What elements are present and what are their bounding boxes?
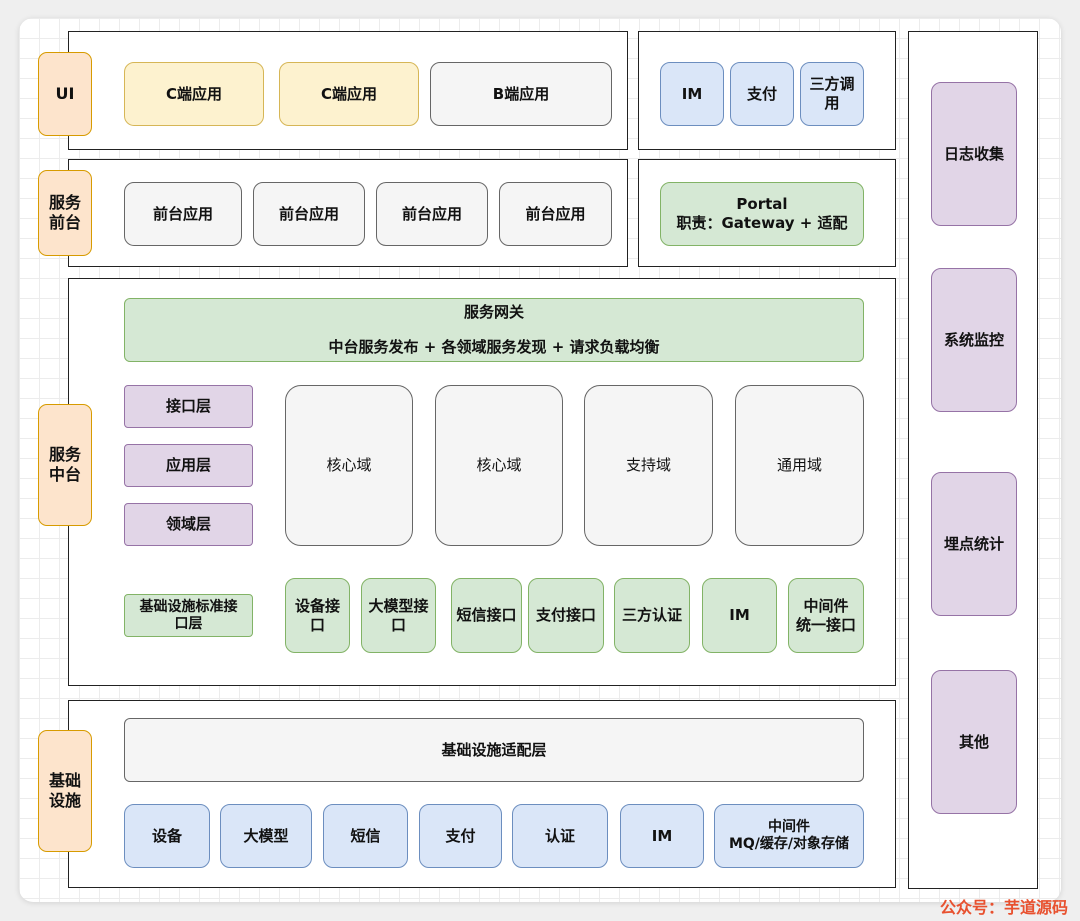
infra-interface-layer: 基础设施标准接 口层 <box>124 594 253 637</box>
portal-duty: 职责：Gateway + 适配 <box>676 214 848 232</box>
domain-layer: 领域层 <box>124 503 253 546</box>
label-infrastructure: 基础 设施 <box>38 730 92 852</box>
infra-auth: 认证 <box>512 804 608 868</box>
ui-service-third-party: 三方调 用 <box>800 62 864 126</box>
interface-layer: 接口层 <box>124 385 253 428</box>
front-app-1: 前台应用 <box>124 182 242 246</box>
infra-sms: 短信 <box>323 804 408 868</box>
sms-interface: 短信接口 <box>451 578 522 653</box>
payment-interface: 支付接口 <box>528 578 604 653</box>
front-app-3: 前台应用 <box>376 182 488 246</box>
infra-im: IM <box>620 804 704 868</box>
others: 其他 <box>931 670 1017 814</box>
device-interface: 设备接 口 <box>285 578 350 653</box>
service-gateway: 服务网关 中台服务发布 + 各领域服务发现 + 请求负载均衡 <box>124 298 864 362</box>
c-app-1: C端应用 <box>124 62 264 126</box>
gateway-title: 服务网关 <box>463 303 524 321</box>
im-interface: IM <box>702 578 777 653</box>
application-layer: 应用层 <box>124 444 253 487</box>
b-app: B端应用 <box>430 62 612 126</box>
infra-middleware: 中间件 MQ/缓存/对象存储 <box>714 804 864 868</box>
llm-interface: 大模型接 口 <box>361 578 436 653</box>
gateway-description: 中台服务发布 + 各领域服务发现 + 请求负载均衡 <box>328 338 660 357</box>
portal-box: Portal 职责：Gateway + 适配 <box>660 182 864 246</box>
label-service-front: 服务 前台 <box>38 170 92 256</box>
infra-payment: 支付 <box>419 804 502 868</box>
log-collection: 日志收集 <box>931 82 1017 226</box>
ui-service-im: IM <box>660 62 724 126</box>
watermark: 公众号：芋道源码 <box>939 898 1068 917</box>
core-domain-2: 核心域 <box>435 385 563 546</box>
label-service-middle: 服务 中台 <box>38 404 92 526</box>
c-app-2: C端应用 <box>279 62 419 126</box>
tracking-statistics: 埋点统计 <box>931 472 1017 616</box>
infra-device: 设备 <box>124 804 210 868</box>
third-party-auth-interface: 三方认证 <box>614 578 690 653</box>
portal-title: Portal <box>736 195 788 214</box>
middleware-interface: 中间件 统一接口 <box>788 578 864 653</box>
generic-domain: 通用域 <box>735 385 864 546</box>
support-domain: 支持域 <box>584 385 713 546</box>
ui-service-pay: 支付 <box>730 62 794 126</box>
infra-llm: 大模型 <box>220 804 312 868</box>
infra-adapter-layer: 基础设施适配层 <box>124 718 864 782</box>
system-monitoring: 系统监控 <box>931 268 1017 412</box>
front-app-2: 前台应用 <box>253 182 365 246</box>
front-app-4: 前台应用 <box>499 182 612 246</box>
core-domain-1: 核心域 <box>285 385 413 546</box>
label-ui: UI <box>38 52 92 136</box>
